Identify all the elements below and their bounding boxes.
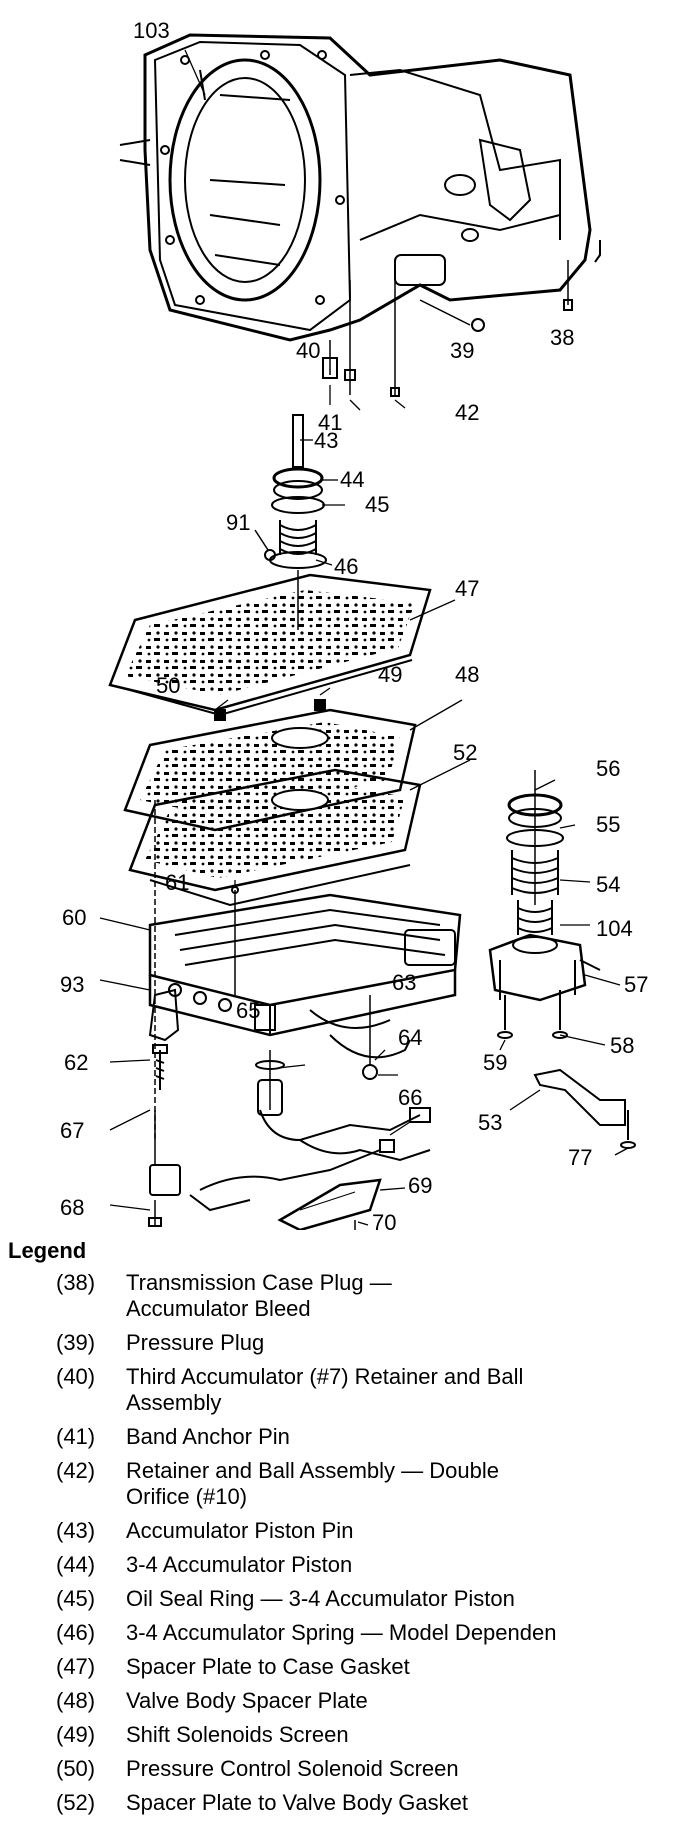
legend-item-number: (48) <box>56 1688 96 1713</box>
exploded-view-diagram: 103 38 39 40 41 42 43 44 45 46 91 47 49 … <box>60 18 648 1230</box>
legend-item-text: Shift Solenoids Screen <box>126 1722 349 1747</box>
legend-item-text: Transmission Case Plug — Accumulator Ble… <box>126 1270 392 1321</box>
callout-65: 65 <box>236 998 260 1023</box>
callout-52: 52 <box>453 740 477 765</box>
legend-item-text: Band Anchor Pin <box>126 1424 290 1449</box>
bracket-53 <box>533 1068 636 1149</box>
legend-item-number: (39) <box>56 1330 96 1355</box>
legend-title: Legend <box>8 1238 87 1263</box>
callout-59: 59 <box>483 1050 507 1075</box>
valve-body-60 <box>148 800 462 1140</box>
callout-68: 68 <box>60 1195 84 1220</box>
legend-item: (50) Pressure Control Solenoid Screen <box>8 1756 688 1782</box>
legend-item-text: Pressure Control Solenoid Screen <box>126 1756 459 1781</box>
accumulator-1-2 <box>488 770 601 1039</box>
legend-item: (42) Retainer and Ball Assembly — Double … <box>8 1458 688 1510</box>
callout-69: 69 <box>408 1173 432 1198</box>
legend-item: (46) 3-4 Accumulator Spring — Model Depen… <box>8 1620 688 1646</box>
callout-56: 56 <box>596 756 620 781</box>
callout-44: 44 <box>340 467 364 492</box>
legend-item-text: 3-4 Accumulator Piston <box>126 1552 353 1577</box>
callout-38: 38 <box>550 325 574 350</box>
legend-list: (38) Transmission Case Plug — Accumulator… <box>8 1270 688 1816</box>
bracket-93 <box>148 988 180 1090</box>
legend-item-number: (49) <box>56 1722 96 1747</box>
callout-41: 41 <box>318 410 342 435</box>
legend-item-number: (46) <box>56 1620 96 1645</box>
callout-63: 63 <box>392 970 416 995</box>
callout-91: 91 <box>226 510 250 535</box>
callout-70: 70 <box>372 1210 396 1230</box>
callout-55: 55 <box>596 812 620 837</box>
legend-item-number: (41) <box>56 1424 96 1449</box>
callout-40: 40 <box>296 338 320 363</box>
transmission-case <box>119 33 601 342</box>
legend-item: (39) Pressure Plug <box>8 1330 688 1356</box>
callout-58: 58 <box>610 1033 634 1058</box>
legend-item-text: Valve Body Spacer Plate <box>126 1688 368 1713</box>
legend-item: (41) Band Anchor Pin <box>8 1424 688 1450</box>
legend-item-text: Accumulator Piston Pin <box>126 1518 354 1543</box>
legend-item: (45) Oil Seal Ring — 3-4 Accumulator Pist… <box>8 1586 688 1612</box>
legend-item-number: (43) <box>56 1518 96 1543</box>
callout-60: 60 <box>62 905 86 930</box>
legend-item-text: Spacer Plate to Case Gasket <box>126 1654 410 1679</box>
legend: Legend (38) Transmission Case Plug — Accu… <box>8 1238 688 1824</box>
gasket-52 <box>128 768 422 907</box>
callout-48: 48 <box>455 662 479 687</box>
callout-54: 54 <box>596 872 620 897</box>
callout-50: 50 <box>156 673 180 698</box>
callout-42: 42 <box>455 400 479 425</box>
callout-77: 77 <box>568 1145 592 1170</box>
callout-53: 53 <box>478 1110 502 1135</box>
legend-item-text: Third Accumulator (#7) Retainer and Ball… <box>126 1364 524 1415</box>
leader-lines <box>99 49 629 1226</box>
legend-item: (47) Spacer Plate to Case Gasket <box>8 1654 688 1680</box>
legend-item-number: (42) <box>56 1458 96 1483</box>
legend-item-text: Spacer Plate to Valve Body Gasket <box>126 1790 468 1815</box>
callout-62: 62 <box>64 1050 88 1075</box>
legend-item-text: Oil Seal Ring — 3-4 Accumulator Piston <box>126 1586 515 1611</box>
legend-item-number: (52) <box>56 1790 96 1815</box>
callout-67: 67 <box>60 1118 84 1143</box>
callout-103: 103 <box>133 18 170 43</box>
callout-61: 61 <box>165 870 189 895</box>
callout-43: 43 <box>314 428 338 453</box>
solenoid-69 <box>277 1178 382 1230</box>
legend-item-number: (40) <box>56 1364 96 1389</box>
legend-item-text: Retainer and Ball Assembly — Double Orif… <box>126 1458 499 1509</box>
callout-57: 57 <box>624 972 648 997</box>
wiring-harness-66 <box>148 1107 431 1227</box>
callout-47: 47 <box>455 576 479 601</box>
callout-49: 49 <box>378 662 402 687</box>
callout-93: 93 <box>60 972 84 997</box>
legend-item: (38) Transmission Case Plug — Accumulator… <box>8 1270 688 1322</box>
callout-46: 46 <box>334 554 358 579</box>
legend-item: (40) Third Accumulator (#7) Retainer and … <box>8 1364 688 1416</box>
legend-item: (43) Accumulator Piston Pin <box>8 1518 688 1544</box>
pressure-solenoid-65 <box>255 995 411 1116</box>
callout-45: 45 <box>365 492 389 517</box>
callout-104: 104 <box>596 916 633 941</box>
legend-item-number: (47) <box>56 1654 96 1679</box>
legend-item-text: Pressure Plug <box>126 1330 265 1355</box>
legend-item-number: (38) <box>56 1270 96 1295</box>
callout-64: 64 <box>398 1025 422 1050</box>
legend-item-text: 3-4 Accumulator Spring — Model Dependen <box>126 1620 557 1645</box>
legend-item-number: (50) <box>56 1756 96 1781</box>
legend-item-number: (44) <box>56 1552 96 1577</box>
callout-66: 66 <box>398 1085 422 1110</box>
legend-item: (49) Shift Solenoids Screen <box>8 1722 688 1748</box>
legend-item: (52) Spacer Plate to Valve Body Gasket <box>8 1790 688 1816</box>
callout-labels: 103 38 39 40 41 42 43 44 45 46 91 47 49 … <box>60 18 648 1230</box>
case-small-parts <box>322 260 573 397</box>
spacer-plate-48 <box>123 699 417 832</box>
legend-item: (48) Valve Body Spacer Plate <box>8 1688 688 1714</box>
legend-item-number: (45) <box>56 1586 96 1611</box>
legend-item: (44) 3-4 Accumulator Piston <box>8 1552 688 1578</box>
callout-39: 39 <box>450 338 474 363</box>
